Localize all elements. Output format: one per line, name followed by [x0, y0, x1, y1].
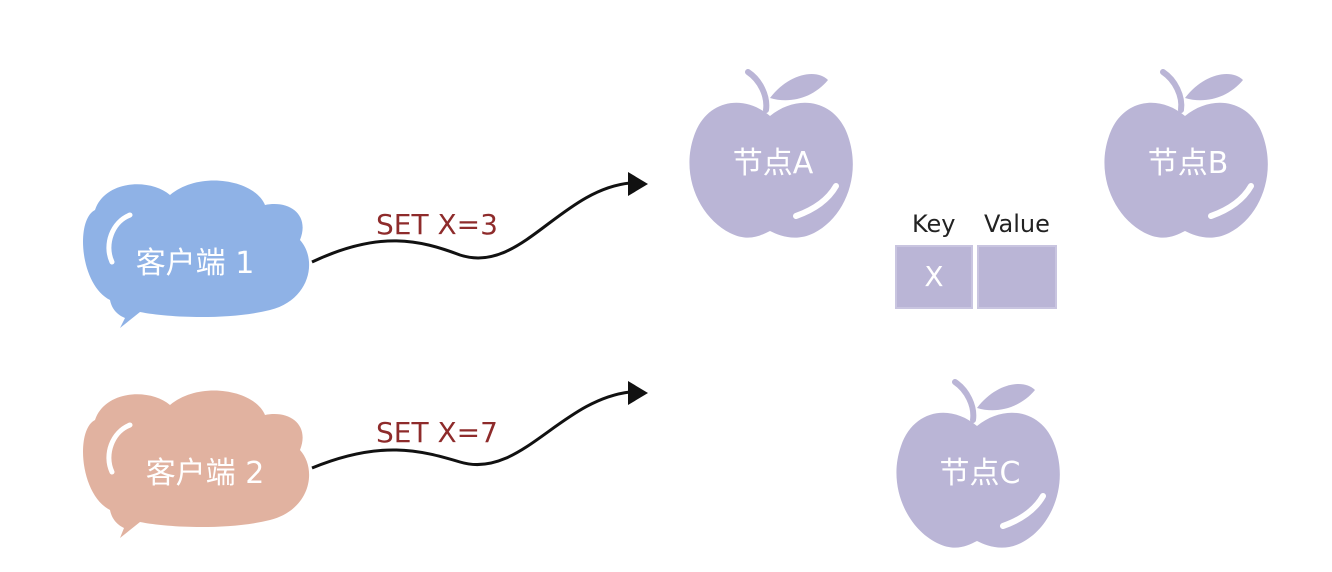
client-2-label: 客户端 2: [145, 456, 265, 491]
command-label-1: SET X=3: [376, 208, 498, 241]
arrow-line: [311, 390, 631, 470]
node-c-apple: [896, 379, 1060, 548]
apple-stem: [745, 69, 770, 113]
client-2-cloud: [83, 390, 310, 538]
command-label-2: SET X=7: [376, 416, 498, 449]
apple-stem: [952, 379, 977, 423]
kv-key-header: Key: [912, 210, 956, 238]
apple-body: [1104, 102, 1268, 238]
arrow-line: [311, 181, 631, 264]
apple-shine: [793, 183, 839, 219]
apple-leaf: [770, 74, 828, 101]
node-a-label: 节点A: [732, 146, 814, 181]
client-1-label: 客户端 1: [135, 246, 255, 281]
kv-key-cell: X: [895, 245, 973, 309]
apple-body: [896, 412, 1060, 548]
apple-leaf: [1185, 74, 1243, 101]
cloud-highlight: [106, 212, 133, 265]
arrow-client1-to-nodeA: [311, 172, 648, 264]
kv-value-header: Value: [984, 210, 1050, 238]
cloud-shape: [83, 180, 310, 328]
node-a-apple: [689, 69, 853, 238]
node-b-apple: [1104, 69, 1268, 238]
cloud-shape: [83, 390, 310, 538]
arrow-head: [628, 172, 648, 196]
kv-value-cell: [977, 245, 1057, 309]
apple-stem: [1160, 69, 1185, 113]
apple-leaf: [977, 384, 1035, 411]
arrow-client2-to-nodeA: [311, 381, 648, 470]
node-b-label: 节点B: [1147, 146, 1229, 181]
node-c-label: 节点C: [939, 456, 1021, 491]
apple-shine: [1000, 493, 1046, 529]
cloud-highlight: [106, 422, 133, 475]
arrow-head: [628, 381, 648, 405]
apple-body: [689, 102, 853, 238]
client-1-cloud: [83, 180, 310, 328]
apple-shine: [1208, 183, 1254, 219]
